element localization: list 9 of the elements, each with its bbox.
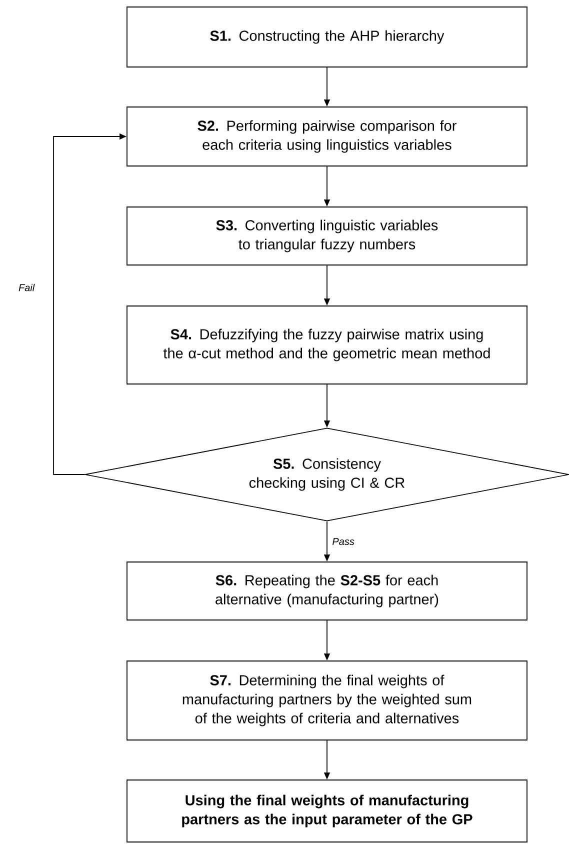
process-box: S4. Defuzzifying the fuzzy pairwise matrix using the α-cut method and the geometric mean method — [126, 306, 528, 384]
process-box: Using the final weights of manufacturing partners as the input parameter of the GP — [126, 780, 528, 842]
process-box: S7. Determining the final weights of manufacturing partners by the weighted sum of the weights of criteria and alternatives — [126, 660, 528, 740]
process-box: S6. Repeating the S2-S5 for each alternative (manufacturing partner) — [126, 562, 528, 620]
process-box: S3. Converting linguistic variables to triangular fuzzy numbers — [126, 206, 528, 266]
edge-label: Pass — [331, 537, 356, 546]
process-box: S2. Performing pairwise comparison for each criteria using linguistics variables — [126, 106, 528, 166]
process-box: S1. Constructing the AHP hierarchy — [126, 6, 528, 68]
edge-label: Fail — [18, 282, 36, 292]
